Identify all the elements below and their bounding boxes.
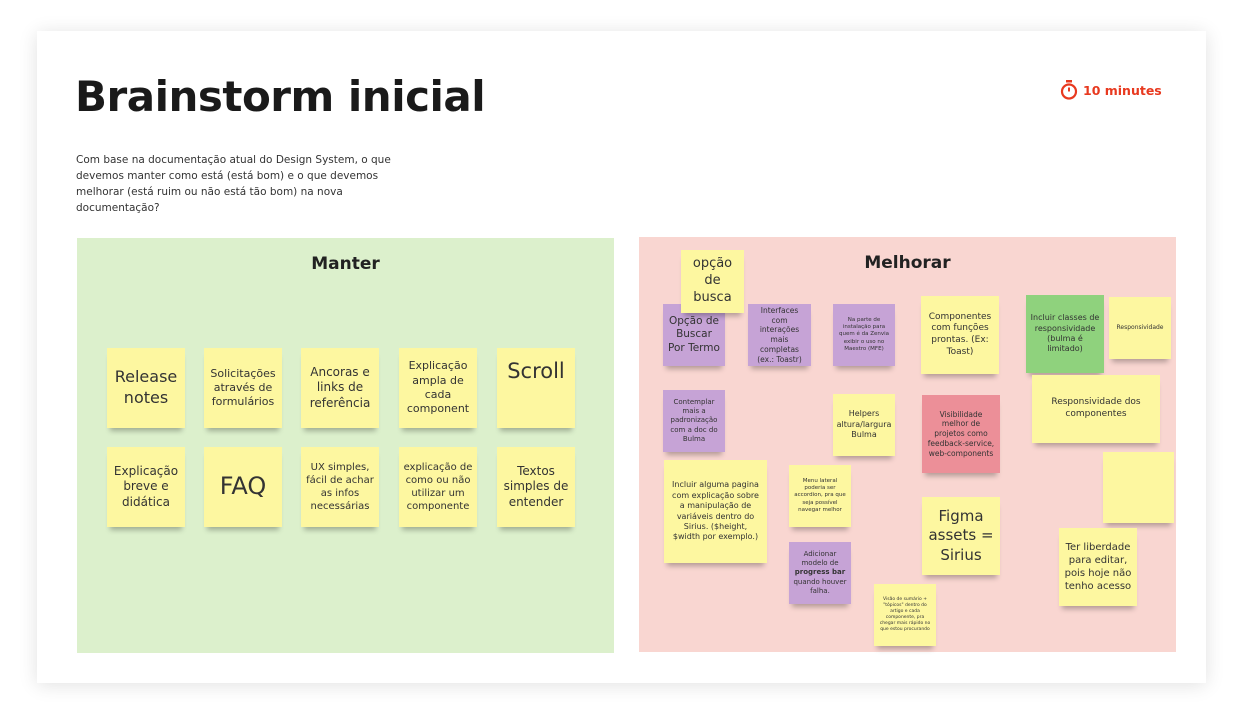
sticky-note[interactable]: Textos simples de entender [497,447,575,527]
sticky-note[interactable]: Explicação ampla de cada component [399,348,477,428]
sticky-note[interactable]: Ter liberdade para editar, pois hoje não… [1059,528,1137,606]
sticky-note[interactable]: Contemplar mais a padronização com a doc… [663,390,725,452]
sticky-note[interactable]: FAQ [204,447,282,527]
sticky-note[interactable]: Responsividade dos componentes [1032,375,1160,443]
note-text: quando houver falha. [793,577,847,595]
note-text-bold: progress bar [794,568,846,577]
sticky-note[interactable]: opção de busca [681,250,744,313]
sticky-note[interactable]: UX simples, fácil de achar as infos nece… [301,447,379,527]
stopwatch-icon [1060,80,1078,100]
sticky-note[interactable]: explicação de como ou não utilizar um co… [399,447,477,527]
sticky-note[interactable]: Responsividade [1109,297,1171,359]
melhorar-title: Melhorar [864,253,951,273]
sticky-note[interactable]: Na parte de instalação para quem é da Ze… [833,304,895,366]
sticky-note[interactable]: Visão de sumário + "tópicos" dentro do a… [874,584,936,646]
sticky-note[interactable]: Ancoras e links de referência [301,348,379,428]
manter-section: Manter [77,238,614,653]
timer[interactable]: 10 minutes [1060,80,1162,100]
sticky-note[interactable]: Opção de Buscar Por Termo [663,304,725,366]
timer-label: 10 minutes [1083,82,1162,98]
sticky-note[interactable]: Interfaces com interações mais completas… [748,304,811,366]
sticky-note[interactable]: Componentes com funções prontas. (Ex: To… [921,296,999,374]
note-text: Adicionar modelo de [801,550,839,568]
sticky-note[interactable]: Explicação breve e didática [107,447,185,527]
sticky-note-empty[interactable] [1103,452,1174,523]
description: Com base na documentação atual do Design… [76,154,391,214]
manter-title: Manter [311,254,380,274]
sticky-note[interactable]: Adicionar modelo de progress bar quando … [789,542,851,604]
sticky-note[interactable]: Figma assets = Sirius [922,497,1000,575]
sticky-note[interactable]: Visibilidade melhor de projetos como fee… [922,395,1000,473]
sticky-note[interactable]: Incluir classes de responsividade (bulma… [1026,295,1104,373]
sticky-note[interactable]: Release notes [107,348,185,428]
sticky-note[interactable]: Solicitações através de formulários [204,348,282,428]
sticky-note[interactable]: Incluir alguma pagina com explicação sob… [664,460,767,563]
sticky-note[interactable]: Scroll [497,348,575,428]
page-title: Brainstorm inicial [75,72,486,121]
sticky-note[interactable]: Menu lateral poderia ser accordion, pra … [789,465,851,527]
sticky-note[interactable]: Helpers altura/largura Bulma [833,394,895,456]
